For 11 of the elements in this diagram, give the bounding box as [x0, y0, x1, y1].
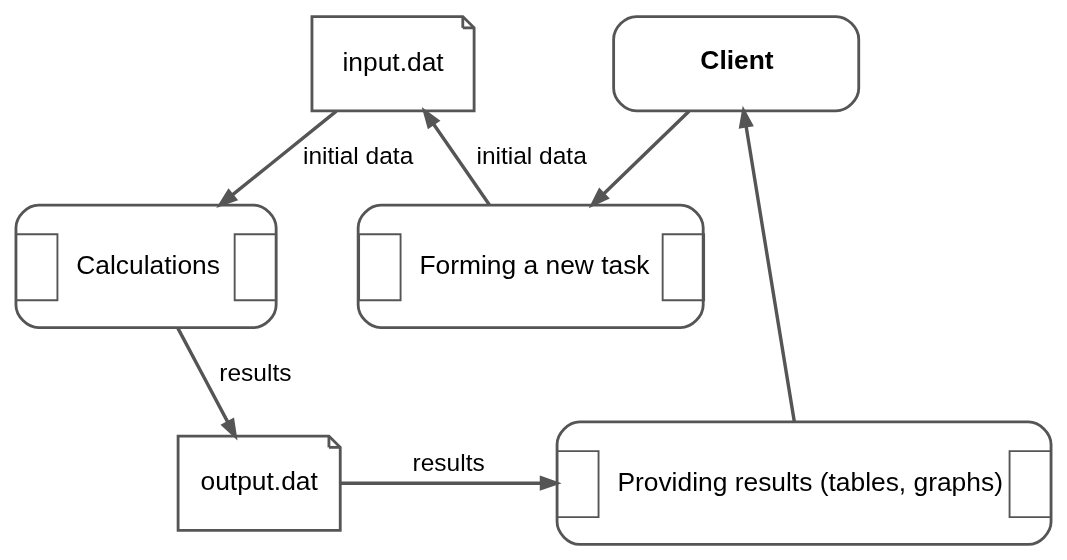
arrow: [176, 326, 238, 441]
node-box: Client: [612, 14, 861, 112]
edge-label: initial data: [302, 141, 414, 169]
arrow: [340, 475, 562, 491]
edge-label: results: [219, 358, 292, 386]
edge-label: initial data: [476, 141, 587, 169]
arrow: [421, 106, 491, 206]
arrow: [216, 109, 338, 208]
arrow: [738, 105, 796, 422]
arrow: [588, 109, 691, 208]
edge-label: results: [412, 448, 485, 476]
